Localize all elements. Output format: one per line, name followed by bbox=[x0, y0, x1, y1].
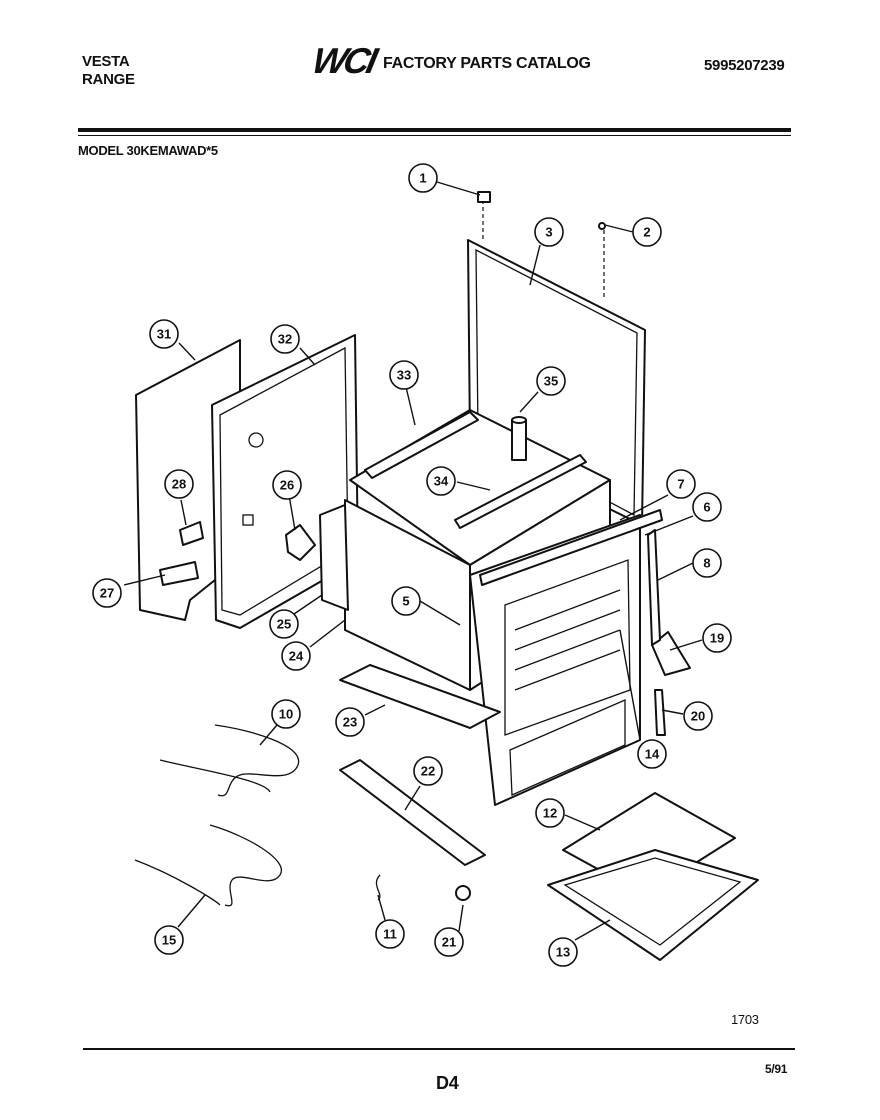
drawer-hardware-part bbox=[339, 529, 691, 901]
callout-19: 19 bbox=[702, 623, 732, 653]
broil-pan-part bbox=[547, 792, 759, 961]
callout-label: 35 bbox=[544, 374, 558, 389]
callout-31: 31 bbox=[149, 319, 179, 349]
callout-33: 33 bbox=[389, 360, 419, 390]
callout-label: 14 bbox=[645, 747, 660, 762]
callout-26: 26 bbox=[272, 470, 302, 500]
callout-21: 21 bbox=[434, 927, 464, 957]
callout-5: 5 bbox=[391, 586, 421, 616]
heating-elements-part bbox=[134, 724, 300, 907]
header-rule-thick bbox=[78, 128, 791, 132]
callout-7: 7 bbox=[666, 469, 696, 499]
callout-15: 15 bbox=[154, 925, 184, 955]
header-rule-thin bbox=[78, 135, 791, 136]
callout-label: 33 bbox=[397, 368, 411, 383]
callout-label: 2 bbox=[643, 225, 650, 240]
callout-label: 6 bbox=[703, 500, 710, 515]
callout-label: 34 bbox=[434, 474, 449, 489]
callout-label: 24 bbox=[289, 649, 304, 664]
callout-6: 6 bbox=[692, 492, 722, 522]
callout-13: 13 bbox=[548, 937, 578, 967]
callout-label: 12 bbox=[543, 806, 557, 821]
callout-25: 25 bbox=[269, 609, 299, 639]
callout-label: 8 bbox=[703, 556, 710, 571]
callout-label: 7 bbox=[677, 477, 684, 492]
callout-22: 22 bbox=[413, 756, 443, 786]
product-type: RANGE bbox=[82, 71, 135, 88]
callout-label: 22 bbox=[421, 764, 435, 779]
callout-2: 2 bbox=[632, 217, 662, 247]
callout-28: 28 bbox=[164, 469, 194, 499]
page-code: D4 bbox=[436, 1073, 459, 1093]
callout-label: 19 bbox=[710, 631, 724, 646]
callout-24: 24 bbox=[281, 641, 311, 671]
callout-label: 23 bbox=[343, 715, 357, 730]
footer-rule bbox=[83, 1048, 795, 1050]
callout-label: 11 bbox=[383, 927, 397, 942]
callout-label: 3 bbox=[545, 225, 552, 240]
callout-35: 35 bbox=[536, 366, 566, 396]
callout-32: 32 bbox=[270, 324, 300, 354]
brand-name: VESTA bbox=[82, 53, 130, 70]
callout-label: 28 bbox=[172, 477, 186, 492]
callout-27: 27 bbox=[92, 578, 122, 608]
catalog-title: FACTORY PARTS CATALOG bbox=[383, 55, 591, 72]
callout-12: 12 bbox=[535, 798, 565, 828]
callout-label: 10 bbox=[279, 707, 293, 722]
callout-8: 8 bbox=[692, 548, 722, 578]
date-code: 5/91 bbox=[765, 1062, 788, 1076]
catalog-number: 5995207239 bbox=[704, 57, 785, 74]
model-number: MODEL 30KEMAWAD*5 bbox=[78, 143, 218, 158]
callout-23: 23 bbox=[335, 707, 365, 737]
callout-34: 34 bbox=[426, 466, 456, 496]
callout-label: 25 bbox=[277, 617, 291, 632]
callout-label: 20 bbox=[691, 709, 705, 724]
callout-label: 26 bbox=[280, 478, 294, 493]
callout-20: 20 bbox=[683, 701, 713, 731]
door-frame-part bbox=[469, 509, 663, 806]
callout-label: 21 bbox=[442, 935, 456, 950]
callout-label: 5 bbox=[402, 594, 409, 609]
callout-3: 3 bbox=[534, 217, 564, 247]
callout-label: 27 bbox=[100, 586, 114, 601]
callout-10: 10 bbox=[271, 699, 301, 729]
callout-14: 14 bbox=[637, 739, 667, 769]
callout-11: 11 bbox=[375, 919, 405, 949]
leader-lines bbox=[123, 181, 703, 941]
callout-label: 32 bbox=[278, 332, 292, 347]
callout-label: 1 bbox=[419, 171, 426, 186]
callout-1: 1 bbox=[408, 163, 438, 193]
callout-label: 31 bbox=[157, 327, 171, 342]
callout-label: 13 bbox=[556, 945, 570, 960]
callout-label: 15 bbox=[162, 933, 176, 948]
diagram-code: 1703 bbox=[731, 1012, 759, 1027]
